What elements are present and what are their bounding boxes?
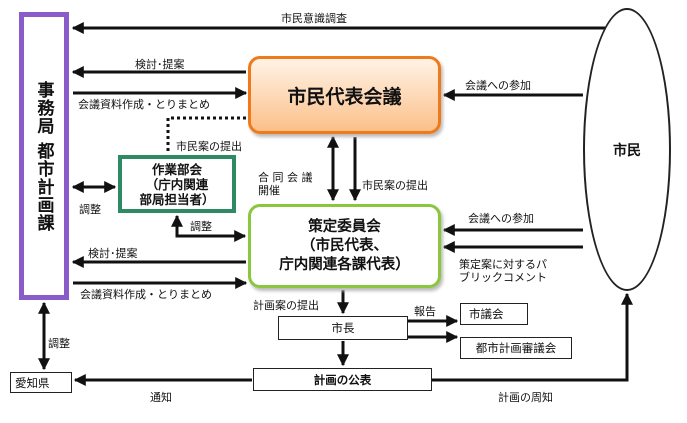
- submit-plan-label: 計画案の提出: [253, 299, 319, 312]
- public-comment-label: 策定案に対するパ ブリックコメント: [459, 258, 547, 284]
- notify-label: 通知: [150, 391, 172, 404]
- report-label: 報告: [414, 305, 436, 318]
- submit-citizen-plan-label-2: 市民案の提出: [362, 179, 428, 192]
- planning-committee-box: 策定委員会 （市民代表、 庁内関連各課代表）: [248, 204, 441, 288]
- materials-label-1: 会議資料作成・とりまとめ: [78, 98, 210, 111]
- survey-label: 市民意識調査: [281, 12, 347, 25]
- publication-box: 計画の公表: [253, 368, 432, 391]
- participation-label-2: 会議への参加: [468, 212, 534, 225]
- urban-planning-council-label: 都市計画審議会: [475, 341, 557, 355]
- city-assembly-box: 市議会: [460, 303, 528, 325]
- joint-meeting-label: 合 同 会 議 開催: [258, 171, 313, 197]
- citizens-label: 市民: [613, 142, 641, 159]
- aichi-box: 愛知県: [10, 372, 72, 393]
- coordinate-label-3: 調整: [48, 337, 70, 350]
- aichi-label: 愛知県: [15, 375, 50, 390]
- secretariat-label: 事務局 都市計画課: [33, 80, 54, 232]
- citizens-ellipse: 市民: [583, 8, 671, 291]
- city-assembly-label: 市議会: [469, 307, 504, 321]
- citizen-rep-council-box: 市民代表会議: [248, 56, 441, 134]
- planning-committee-label: 策定委員会 （市民代表、 庁内関連各課代表）: [279, 218, 410, 273]
- participation-label-1: 会議への参加: [465, 79, 531, 92]
- review-proposal-label-1: 検討･提案: [135, 58, 185, 71]
- mayor-label: 市長: [331, 321, 355, 335]
- publication-label: 計画の公表: [313, 372, 372, 387]
- submit-citizen-plan-label-1: 市民案の提出: [176, 140, 242, 153]
- working-group-label: 作業部会 （庁内関連 部局担当者）: [139, 161, 215, 207]
- coordinate-label-2: 調整: [190, 220, 212, 233]
- urban-planning-council-box: 都市計画審議会: [460, 337, 572, 359]
- materials-label-2: 会議資料作成・とりまとめ: [80, 288, 212, 301]
- coordinate-label-1: 調整: [79, 203, 101, 216]
- secretariat-box: 事務局 都市計画課: [19, 12, 69, 300]
- mayor-box: 市長: [278, 316, 408, 340]
- plan-awareness-label: 計画の周知: [498, 391, 553, 404]
- citizen-rep-council-label: 市民代表会議: [287, 85, 402, 108]
- working-group-box: 作業部会 （庁内関連 部局担当者）: [118, 155, 236, 213]
- review-proposal-label-2: 検討･提案: [88, 247, 138, 260]
